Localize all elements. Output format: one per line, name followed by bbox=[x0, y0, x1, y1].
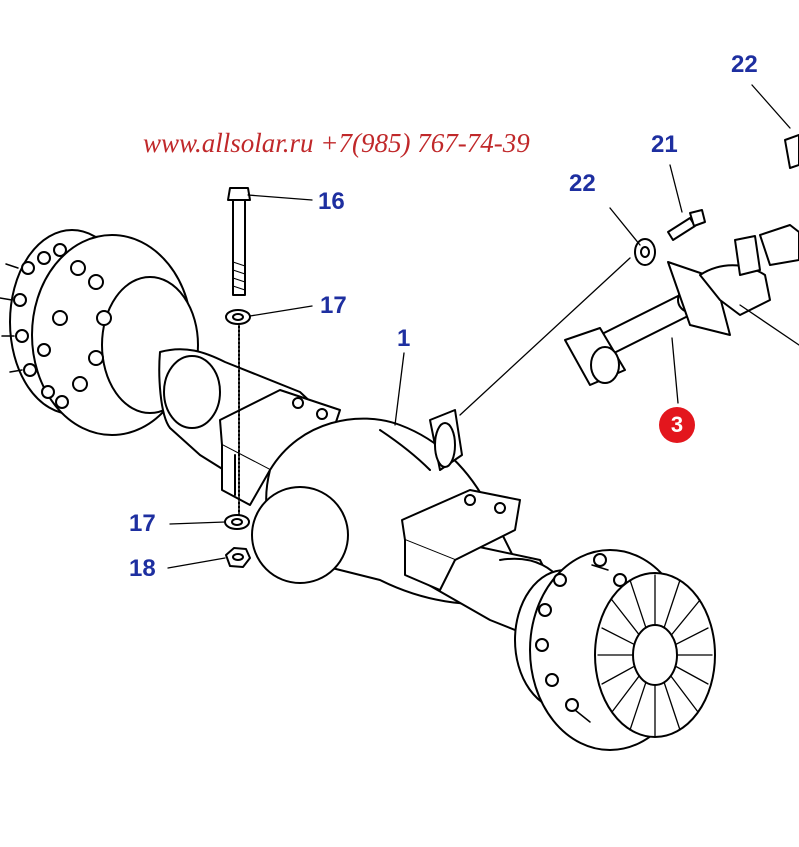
callout-3-highlight-badge: 3 bbox=[659, 407, 695, 443]
callout-16: 16 bbox=[318, 188, 345, 215]
callout-21: 21 bbox=[651, 131, 678, 158]
callout-18: 18 bbox=[129, 555, 156, 582]
washer-lower bbox=[224, 514, 250, 530]
bolt bbox=[227, 187, 251, 517]
washer-upper bbox=[225, 309, 251, 325]
flange-bolt bbox=[667, 209, 706, 241]
callout-17-upper: 17 bbox=[320, 292, 347, 319]
callout-1: 1 bbox=[397, 325, 411, 352]
left-wheel-hub bbox=[0, 229, 199, 436]
right-wheel-hub bbox=[514, 549, 716, 751]
watermark-text: www.allsolar.ru +7(985) 767-74-39 bbox=[143, 128, 530, 158]
callout-22-mid: 22 bbox=[569, 170, 596, 197]
callout-22-top: 22 bbox=[731, 51, 758, 78]
leader-lines bbox=[167, 84, 799, 569]
nut bbox=[225, 547, 251, 568]
spring-seat-right bbox=[401, 489, 521, 591]
propeller-shaft bbox=[564, 224, 799, 386]
callout-17-lower: 17 bbox=[129, 510, 156, 537]
pinion-flange bbox=[429, 409, 463, 471]
partial-component-top-right bbox=[784, 134, 799, 169]
